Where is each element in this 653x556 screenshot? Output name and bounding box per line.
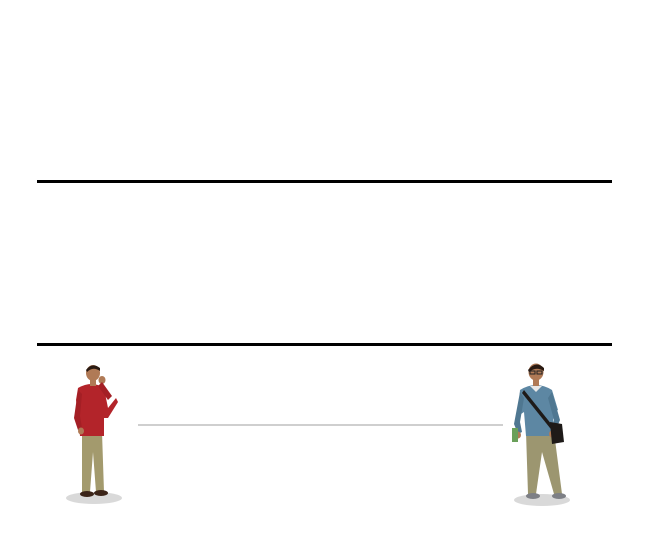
connection-line	[138, 424, 503, 426]
divider-top	[37, 180, 612, 183]
man-with-bag-icon	[512, 363, 570, 506]
man-on-phone-icon	[66, 365, 122, 504]
divider-bottom	[37, 343, 612, 346]
